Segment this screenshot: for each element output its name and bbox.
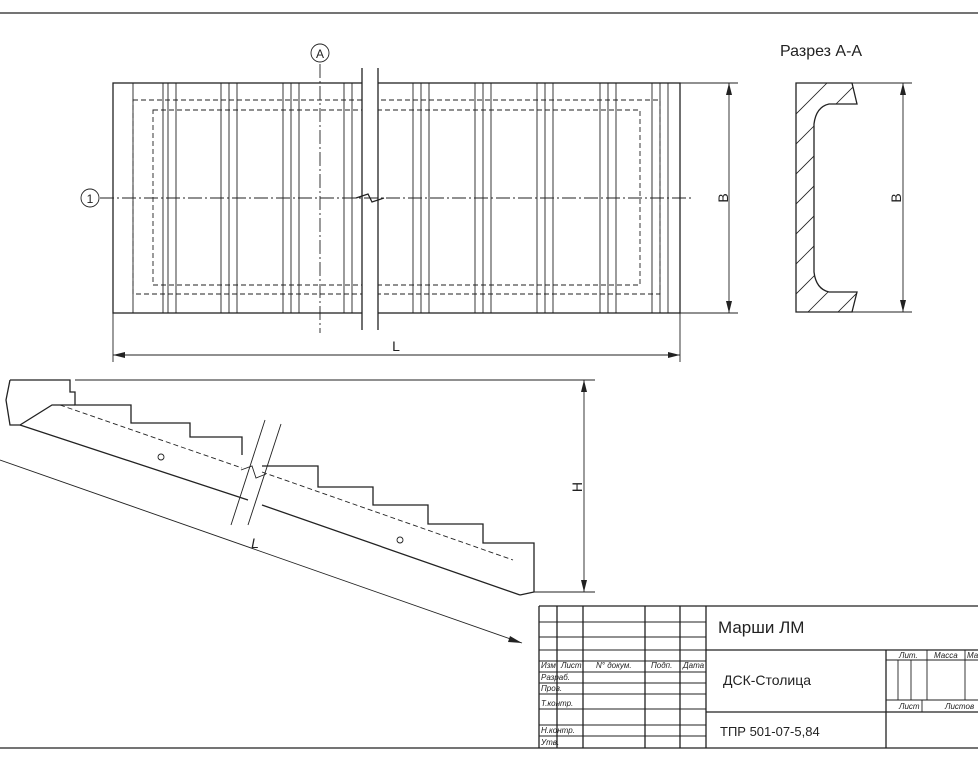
section-a-a: Разрез А-А B xyxy=(780,43,912,313)
sheet-label-listov: Листов xyxy=(944,702,974,711)
section-title: Разрез А-А xyxy=(780,43,862,60)
dimension-h-label: H xyxy=(569,482,585,492)
axis-1-label: 1 xyxy=(87,192,94,206)
column-header-date: Дата xyxy=(682,661,705,670)
sheet-label-list: Лист xyxy=(898,702,920,711)
title-block-document-code: ТПР 501-07-5,84 xyxy=(720,724,820,739)
axis-a-label: А xyxy=(316,47,324,61)
section-dimension-b-label: B xyxy=(888,193,904,202)
plan-view: А 1 L B xyxy=(80,43,738,362)
row-label-razrab: Разраб. xyxy=(541,673,570,682)
row-label-tkontr: Т.контр. xyxy=(541,699,573,708)
sheet-frame xyxy=(0,12,978,749)
stair-dimension-l-label: L xyxy=(251,535,259,551)
column-header-izm: Изм xyxy=(541,661,556,670)
right-header-massa: Масса xyxy=(934,651,958,660)
row-label-utv: Утв. xyxy=(540,738,559,747)
title-block-title: Марши ЛМ xyxy=(718,618,804,637)
column-header-list: Лист xyxy=(560,661,582,670)
dimension-l-label: L xyxy=(392,338,400,354)
title-block-organization: ДСК-Столица xyxy=(723,672,811,688)
stair-side-view: L H xyxy=(0,379,595,644)
row-label-nkontr: Н.контр. xyxy=(541,726,575,735)
column-header-signature: Подп. xyxy=(651,661,672,670)
title-block: Марши ЛМ ДСК-Столица ТПР 501-07-5,84 Изм… xyxy=(538,605,978,748)
axis-a-marker xyxy=(310,43,330,63)
column-header-doc-number: N° докум. xyxy=(596,661,632,670)
right-header-lit: Лит. xyxy=(898,651,918,660)
row-label-prov: Пров. xyxy=(541,684,562,693)
axis-1-marker xyxy=(80,188,100,208)
right-header-ma: Ма xyxy=(967,651,978,660)
dimension-b-label: B xyxy=(715,193,731,202)
